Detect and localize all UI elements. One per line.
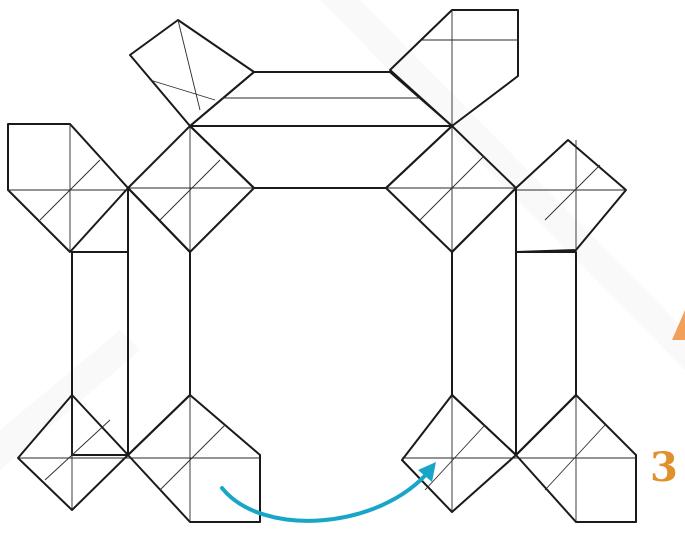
- top-bar-lower: [190, 126, 452, 188]
- left-column-inner: [128, 188, 190, 455]
- top-left-flap: [130, 20, 254, 126]
- background-watermark: [0, 0, 685, 470]
- left-module: [8, 124, 260, 522]
- right-column-inner: [452, 188, 516, 455]
- step-number: 3: [650, 448, 678, 488]
- curved-arrow-icon: [222, 462, 436, 521]
- left-top-flap: [8, 124, 128, 252]
